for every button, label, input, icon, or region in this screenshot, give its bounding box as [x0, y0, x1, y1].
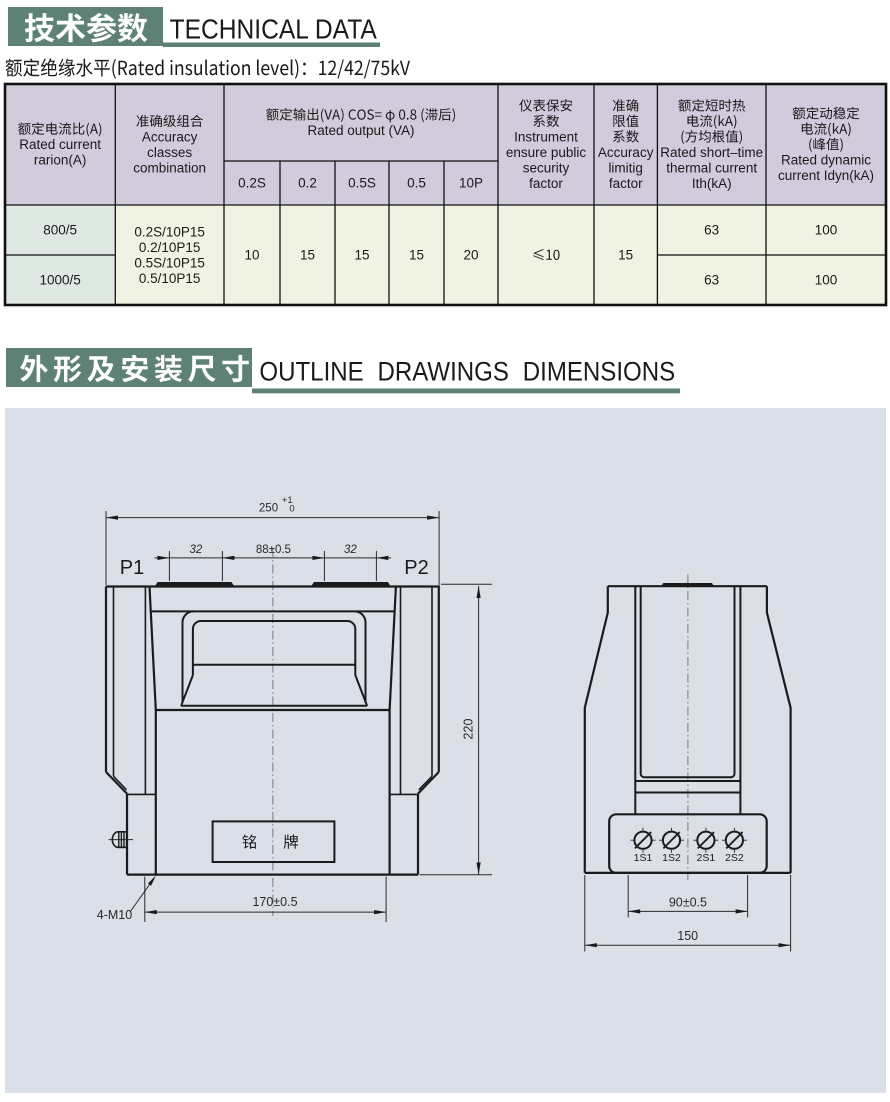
svg-text:0.2S/10P15: 0.2S/10P15 — [134, 224, 205, 239]
svg-text:0.5S: 0.5S — [348, 176, 376, 191]
svg-text:Rated dynamic: Rated dynamic — [781, 153, 871, 168]
svg-text:15: 15 — [618, 248, 633, 263]
svg-text:Rated current: Rated current — [19, 137, 101, 152]
svg-text:classes: classes — [147, 145, 192, 160]
svg-text:15: 15 — [300, 248, 315, 263]
svg-text:factor: factor — [529, 176, 563, 191]
svg-text:rarion(A): rarion(A) — [34, 153, 87, 168]
svg-text:100: 100 — [815, 223, 838, 238]
svg-text:limitig: limitig — [608, 160, 643, 175]
svg-text:2S2: 2S2 — [725, 852, 744, 864]
svg-text:100: 100 — [815, 273, 838, 288]
svg-text:4-M10: 4-M10 — [97, 908, 132, 922]
svg-text:10: 10 — [244, 248, 259, 263]
svg-text:OUTLINE DRAWINGS DIMENSIONS: OUTLINE DRAWINGS DIMENSIONS — [259, 357, 675, 387]
svg-text:Accuracy: Accuracy — [598, 145, 654, 160]
svg-text:32: 32 — [190, 544, 203, 556]
svg-text:15: 15 — [354, 248, 369, 263]
svg-text:Rated output (VA): Rated output (VA) — [307, 123, 414, 138]
svg-text:15: 15 — [409, 248, 424, 263]
svg-text:170±0.5: 170±0.5 — [252, 895, 297, 909]
svg-text:0.2/10P15: 0.2/10P15 — [139, 240, 201, 255]
svg-text:combination: combination — [133, 160, 206, 175]
svg-text:Instrument: Instrument — [514, 129, 578, 144]
svg-text:current Idyn(kA): current Idyn(kA) — [778, 168, 874, 183]
svg-text:ensure public: ensure public — [506, 145, 587, 160]
svg-text:150: 150 — [677, 929, 698, 943]
svg-text:32: 32 — [344, 544, 357, 556]
svg-text:0.5/10P15: 0.5/10P15 — [139, 271, 201, 286]
svg-text:0.2: 0.2 — [298, 176, 317, 191]
svg-text:250: 250 — [259, 503, 278, 515]
svg-text:TECHNICAL DATA: TECHNICAL DATA — [170, 14, 378, 45]
svg-text:1S2: 1S2 — [662, 852, 681, 864]
svg-text:88±0.5: 88±0.5 — [256, 544, 291, 556]
svg-text:0: 0 — [289, 504, 294, 515]
svg-text:0.2S: 0.2S — [238, 176, 266, 191]
svg-text:90±0.5: 90±0.5 — [669, 896, 707, 910]
svg-text:800/5: 800/5 — [43, 223, 77, 238]
svg-text:Accuracy: Accuracy — [142, 129, 198, 144]
svg-text:+1: +1 — [282, 495, 293, 506]
svg-text:1S1: 1S1 — [634, 852, 653, 864]
svg-text:10P: 10P — [459, 176, 483, 191]
svg-text:factor: factor — [609, 176, 643, 191]
svg-text:1000/5: 1000/5 — [40, 273, 81, 288]
svg-text:20: 20 — [463, 248, 478, 263]
svg-text:63: 63 — [704, 273, 719, 288]
svg-text:thermal current: thermal current — [666, 160, 757, 175]
svg-text:220: 220 — [462, 719, 476, 740]
svg-text:Ith(kA): Ith(kA) — [692, 176, 732, 191]
svg-text:2S1: 2S1 — [697, 852, 716, 864]
svg-text:P1: P1 — [120, 557, 144, 579]
svg-text:63: 63 — [704, 223, 719, 238]
svg-text:P2: P2 — [404, 557, 428, 579]
svg-text:0.5S/10P15: 0.5S/10P15 — [134, 255, 205, 270]
svg-text:Rated short–time: Rated short–time — [660, 145, 763, 160]
svg-text:security: security — [523, 160, 570, 175]
svg-text:0.5: 0.5 — [407, 176, 426, 191]
